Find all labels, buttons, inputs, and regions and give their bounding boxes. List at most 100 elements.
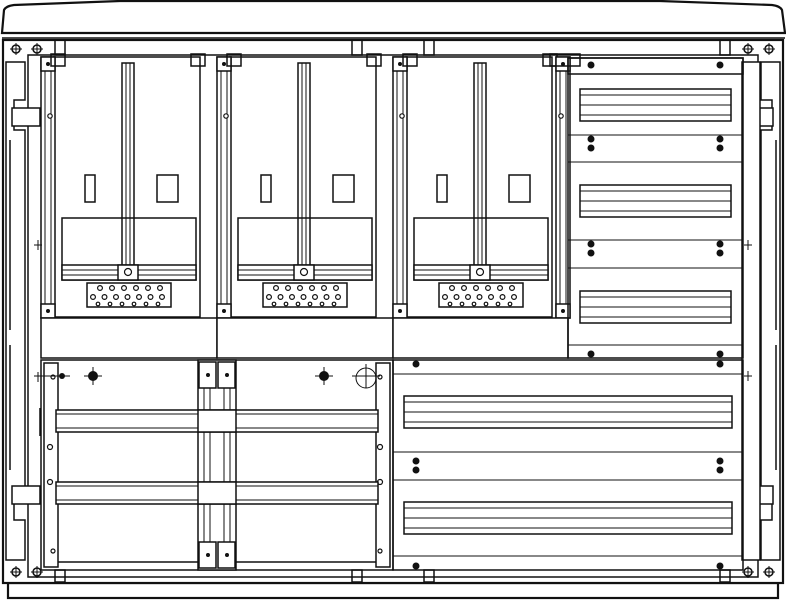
screw <box>412 360 420 368</box>
terminal-hole <box>476 294 483 301</box>
terminal-hole-small <box>507 301 513 307</box>
terminal-hole <box>488 294 495 301</box>
terminal-hole-small <box>307 301 313 307</box>
meter-bay-rail-right <box>549 53 581 319</box>
din-rail <box>579 88 732 122</box>
terminal-hole <box>120 285 127 292</box>
left-side-wall <box>5 61 41 561</box>
rail-hole <box>47 113 53 119</box>
top-tab <box>190 53 206 67</box>
meter-clamp-hole <box>299 267 309 277</box>
meter-bay-rail-left <box>216 56 232 319</box>
terminal-hole-small <box>447 301 453 307</box>
terminal-hole-small <box>155 301 161 307</box>
terminal-block-body <box>262 282 348 308</box>
meter-window <box>508 174 531 203</box>
terminal-hole-small <box>143 301 149 307</box>
terminal-hole <box>297 285 304 292</box>
terminal-hole <box>145 285 152 292</box>
top-tab <box>50 53 66 67</box>
cabinet-roof <box>0 0 786 35</box>
terminal-hole <box>136 294 143 301</box>
terminal-hole <box>277 294 284 301</box>
terminal-hole <box>157 285 164 292</box>
din-rail <box>403 395 733 429</box>
terminal-hole <box>312 294 319 301</box>
rail-screw <box>398 62 402 66</box>
screw <box>587 240 595 248</box>
terminal-hole-small <box>331 301 337 307</box>
rail-screw <box>46 62 50 66</box>
screw <box>412 562 420 570</box>
lower-center-busbar <box>197 359 237 571</box>
terminal-hole-small <box>495 301 501 307</box>
terminal-hole <box>108 285 115 292</box>
meter-clamp-hole <box>475 267 485 277</box>
terminal-hole-small <box>483 301 489 307</box>
terminal-hole <box>124 294 131 301</box>
screw <box>412 457 420 465</box>
terminal-hole <box>333 285 340 292</box>
screw <box>716 144 724 152</box>
meter-window <box>156 174 179 203</box>
rail-screw <box>46 309 50 313</box>
right-din-rails <box>393 61 743 570</box>
terminal-hole <box>473 285 480 292</box>
terminal-hole <box>323 294 330 301</box>
hinge-marks <box>34 240 752 436</box>
meter-bay <box>40 53 206 319</box>
screw <box>716 61 724 69</box>
terminal-hole <box>509 285 516 292</box>
terminal-hole <box>112 294 119 301</box>
terminal-hole <box>465 294 472 301</box>
din-rail <box>403 501 733 535</box>
meter-center-rail <box>121 62 135 269</box>
meter-bay-rail-left <box>40 56 56 319</box>
rail-screw <box>561 309 565 313</box>
meter-bay <box>392 53 558 319</box>
cabinet-base <box>6 581 780 600</box>
screw <box>716 249 724 257</box>
meter-bay-rail-left <box>392 56 408 319</box>
lower-left-screws <box>34 364 380 389</box>
screw <box>412 466 420 474</box>
terminal-hole <box>461 285 468 292</box>
terminal-hole <box>89 294 96 301</box>
rail-hole <box>399 113 405 119</box>
rail-screw <box>398 309 402 313</box>
terminal-hole <box>511 294 518 301</box>
terminal-hole-small <box>319 301 325 307</box>
meter-slot <box>260 174 272 203</box>
terminal-hole <box>300 294 307 301</box>
top-tab <box>366 53 382 67</box>
screw <box>716 350 724 358</box>
screw <box>716 457 724 465</box>
meter-bays <box>40 53 581 319</box>
terminal-block <box>262 282 348 308</box>
screw <box>587 350 595 358</box>
terminal-hole-small <box>95 301 101 307</box>
rail-hole <box>558 113 564 119</box>
terminal-block-body <box>86 282 172 308</box>
terminal-hole <box>273 285 280 292</box>
terminal-hole <box>453 294 460 301</box>
terminal-hole-small <box>471 301 477 307</box>
terminal-hole-small <box>295 301 301 307</box>
terminal-hole <box>335 294 342 301</box>
meter-clamp-hole <box>123 267 133 277</box>
meter-center-rail <box>473 62 487 269</box>
top-tab <box>402 53 418 67</box>
meter-center-rail <box>297 62 311 269</box>
rail-hole <box>223 113 229 119</box>
screw <box>716 360 724 368</box>
screw <box>587 249 595 257</box>
terminal-hole <box>133 285 140 292</box>
terminal-hole <box>266 294 273 301</box>
rail-screw <box>561 62 565 66</box>
meter-window <box>332 174 355 203</box>
terminal-hole <box>289 294 296 301</box>
screw <box>716 240 724 248</box>
terminal-hole <box>449 285 456 292</box>
terminal-hole <box>485 285 492 292</box>
terminal-hole <box>309 285 316 292</box>
